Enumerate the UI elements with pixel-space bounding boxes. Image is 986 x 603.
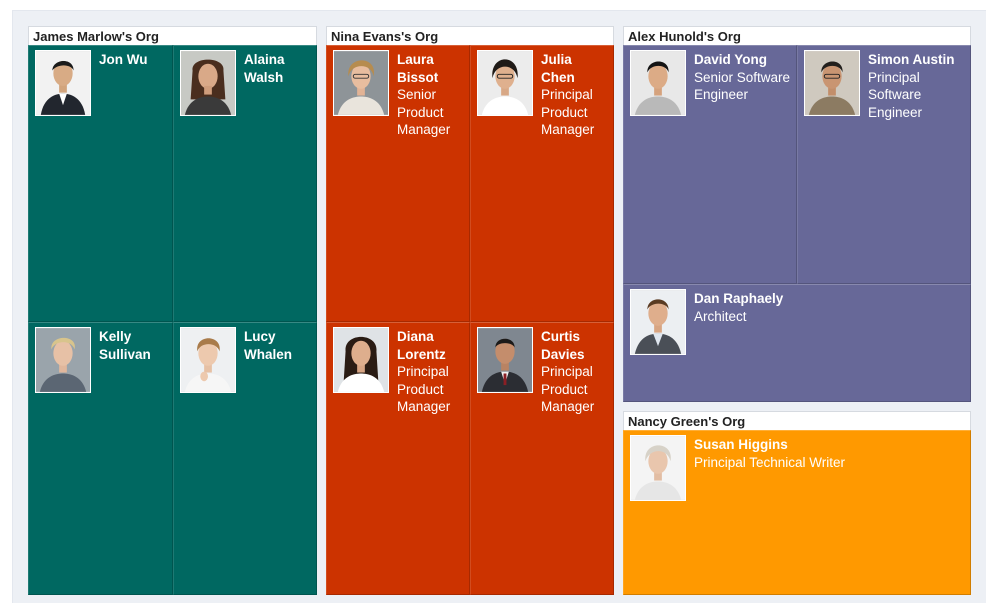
person-name: Jon Wu: [99, 52, 148, 67]
photo-laura-bissot: [333, 50, 389, 116]
person-info: Laura Bissot Senior Product Manager: [397, 51, 465, 139]
photo-curtis-davies: [477, 327, 533, 393]
org-body-nina-evans: Laura Bissot Senior Product Manager Juli…: [326, 45, 614, 595]
person-tile-alaina-walsh[interactable]: Alaina Walsh: [173, 45, 317, 322]
person-title: Principal Product Manager: [541, 364, 595, 414]
person-tile-julia-chen[interactable]: Julia Chen Principal Product Manager: [470, 45, 614, 322]
person-name: Alaina Walsh: [244, 52, 285, 85]
org-header-james-marlow[interactable]: James Marlow's Org: [28, 26, 317, 45]
org-header-alex-hunold[interactable]: Alex Hunold's Org: [623, 26, 971, 45]
person-info: Lucy Whalen: [244, 328, 312, 363]
person-tile-david-yong[interactable]: David Yong Senior Software Engineer: [623, 45, 797, 284]
photo-lucy-whalen: [180, 327, 236, 393]
person-title: Senior Product Manager: [397, 87, 451, 137]
person-name: Laura Bissot: [397, 52, 439, 85]
person-title: Principal Product Manager: [397, 364, 451, 414]
person-info: Alaina Walsh: [244, 51, 312, 86]
photo-diana-lorentz: [333, 327, 389, 393]
person-info: Dan Raphaely Architect: [694, 290, 966, 325]
person-name: Curtis Davies: [541, 329, 585, 362]
person-title: Senior Software Engineer: [694, 69, 791, 103]
person-title: Architect: [694, 308, 747, 324]
photo-julia-chen: [477, 50, 533, 116]
treemap-panel: James Marlow's Org Jon Wu Alaina Walsh: [12, 10, 986, 603]
person-tile-diana-lorentz[interactable]: Diana Lorentz Principal Product Manager: [326, 322, 470, 595]
org-alex-hunold: Alex Hunold's Org David Yong Senior Soft…: [623, 26, 971, 402]
person-info: Susan Higgins Principal Technical Writer: [694, 436, 966, 471]
org-header-nancy-green[interactable]: Nancy Green's Org: [623, 411, 971, 430]
org-james-marlow: James Marlow's Org Jon Wu Alaina Walsh: [28, 26, 317, 595]
org-nancy-green: Nancy Green's Org Susan Higgins Principa…: [623, 411, 971, 595]
person-tile-curtis-davies[interactable]: Curtis Davies Principal Product Manager: [470, 322, 614, 595]
person-name: Simon Austin: [868, 52, 955, 67]
person-name: Diana Lorentz: [397, 329, 446, 362]
person-tile-jon-wu[interactable]: Jon Wu: [28, 45, 173, 322]
person-name: Susan Higgins: [694, 437, 788, 452]
photo-david-yong: [630, 50, 686, 116]
person-name: Julia Chen: [541, 52, 575, 85]
person-info: Jon Wu: [99, 51, 168, 69]
photo-jon-wu: [35, 50, 91, 116]
org-nina-evans: Nina Evans's Org Laura Bissot Senior Pro…: [326, 26, 614, 595]
person-info: David Yong Senior Software Engineer: [694, 51, 792, 104]
org-body-james-marlow: Jon Wu Alaina Walsh Kelly Sullivan: [28, 45, 317, 595]
person-title: Principal Product Manager: [541, 87, 595, 137]
photo-simon-austin: [804, 50, 860, 116]
person-info: Curtis Davies Principal Product Manager: [541, 328, 609, 416]
photo-dan-raphaely: [630, 289, 686, 355]
org-body-nancy-green: Susan Higgins Principal Technical Writer: [623, 430, 971, 595]
person-info: Julia Chen Principal Product Manager: [541, 51, 609, 139]
person-tile-dan-raphaely[interactable]: Dan Raphaely Architect: [623, 284, 971, 402]
person-name: Kelly Sullivan: [99, 329, 151, 362]
photo-susan-higgins: [630, 435, 686, 501]
person-tile-laura-bissot[interactable]: Laura Bissot Senior Product Manager: [326, 45, 470, 322]
person-tile-lucy-whalen[interactable]: Lucy Whalen: [173, 322, 317, 595]
person-title: Principal Technical Writer: [694, 454, 846, 470]
person-name: Lucy Whalen: [244, 329, 293, 362]
person-tile-simon-austin[interactable]: Simon Austin Principal Software Engineer: [797, 45, 971, 284]
person-tile-kelly-sullivan[interactable]: Kelly Sullivan: [28, 322, 173, 595]
person-info: Simon Austin Principal Software Engineer: [868, 51, 966, 121]
person-name: Dan Raphaely: [694, 291, 784, 306]
person-name: David Yong: [694, 52, 768, 67]
person-info: Diana Lorentz Principal Product Manager: [397, 328, 465, 416]
org-header-nina-evans[interactable]: Nina Evans's Org: [326, 26, 614, 45]
org-body-alex-hunold: David Yong Senior Software Engineer Simo…: [623, 45, 971, 402]
photo-alaina-walsh: [180, 50, 236, 116]
photo-kelly-sullivan: [35, 327, 91, 393]
person-tile-susan-higgins[interactable]: Susan Higgins Principal Technical Writer: [623, 430, 971, 595]
person-title: Principal Software Engineer: [868, 69, 923, 120]
person-info: Kelly Sullivan: [99, 328, 168, 363]
